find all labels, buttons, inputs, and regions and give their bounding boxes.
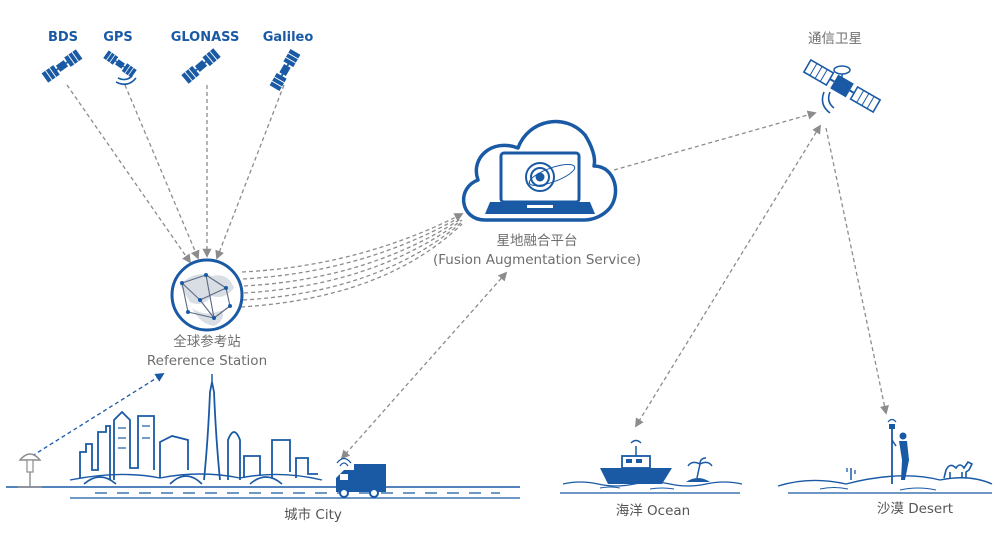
comm-satellite-label: 通信卫星 — [808, 31, 862, 47]
delivery-truck-icon — [336, 457, 386, 498]
island-palm-icon — [686, 457, 713, 482]
platform-to-comm-satellite-link — [613, 110, 817, 171]
comm-satellite-to-desert-link — [825, 127, 889, 415]
desert-label: 沙漠 Desert — [876, 501, 954, 517]
station-to-platform-lines — [240, 213, 464, 308]
desert-dunes — [777, 475, 993, 494]
bds-satellite-icon — [40, 48, 84, 84]
platform-name-en: (Fusion Augmentation Service) — [433, 252, 641, 268]
bds-label: BDS — [47, 30, 79, 45]
gnss-signal-lines — [66, 84, 285, 264]
comm-satellite-icon — [802, 58, 882, 114]
comm-satellite-to-ocean-link — [635, 124, 821, 428]
surveyor-icon — [887, 418, 909, 484]
city-skyline-icon — [69, 374, 323, 485]
reference-station-name-en: Reference Station — [146, 353, 268, 369]
city-road — [6, 486, 520, 499]
receiver-to-station-link — [31, 373, 165, 457]
reference-station-globe-icon — [170, 258, 244, 332]
ocean-label: 海洋 Ocean — [615, 503, 691, 519]
reference-station-label: 全球参考站 Reference Station — [147, 333, 267, 371]
platform-to-city-link — [340, 271, 508, 460]
platform-name-cn: 星地融合平台 — [496, 233, 578, 249]
ship-icon — [600, 439, 672, 484]
reference-station-name-cn: 全球参考站 — [173, 334, 241, 350]
glonass-satellite-icon — [180, 47, 222, 85]
city-label: 城市 City — [284, 507, 342, 523]
platform-label: 星地融合平台 (Fusion Augmentation Service) — [433, 232, 641, 270]
camel-icon — [943, 460, 974, 479]
desert-cactus-icon — [846, 468, 856, 480]
gnss-receiver-icon — [18, 453, 42, 488]
gps-label: GPS — [103, 30, 133, 45]
galileo-label: Galileo — [262, 30, 314, 45]
glonass-label: GLONASS — [170, 30, 240, 45]
laptop-icon — [485, 151, 595, 214]
gps-satellite-icon — [102, 49, 138, 86]
galileo-satellite-icon — [268, 48, 302, 92]
